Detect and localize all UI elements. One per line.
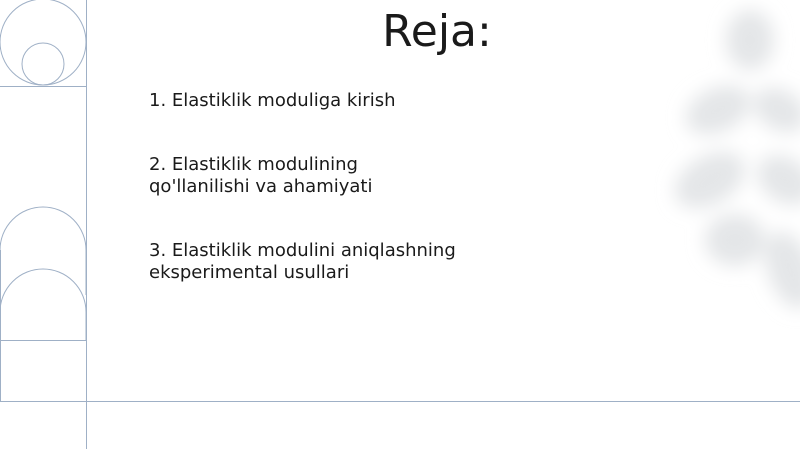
slide-title: Reja: — [382, 6, 492, 57]
agenda-item: 1. Elastiklik moduliga kirish — [149, 90, 396, 111]
leaf-shadow-icon — [674, 10, 800, 309]
agenda-item: 2. Elastiklik modulining qo'llanilishi v… — [149, 154, 373, 197]
lower-arch — [0, 268, 87, 340]
upper-arch — [0, 206, 87, 295]
small-outline-circle — [21, 42, 65, 86]
agenda-item: 3. Elastiklik modulini aniqlashning eksp… — [149, 240, 456, 283]
